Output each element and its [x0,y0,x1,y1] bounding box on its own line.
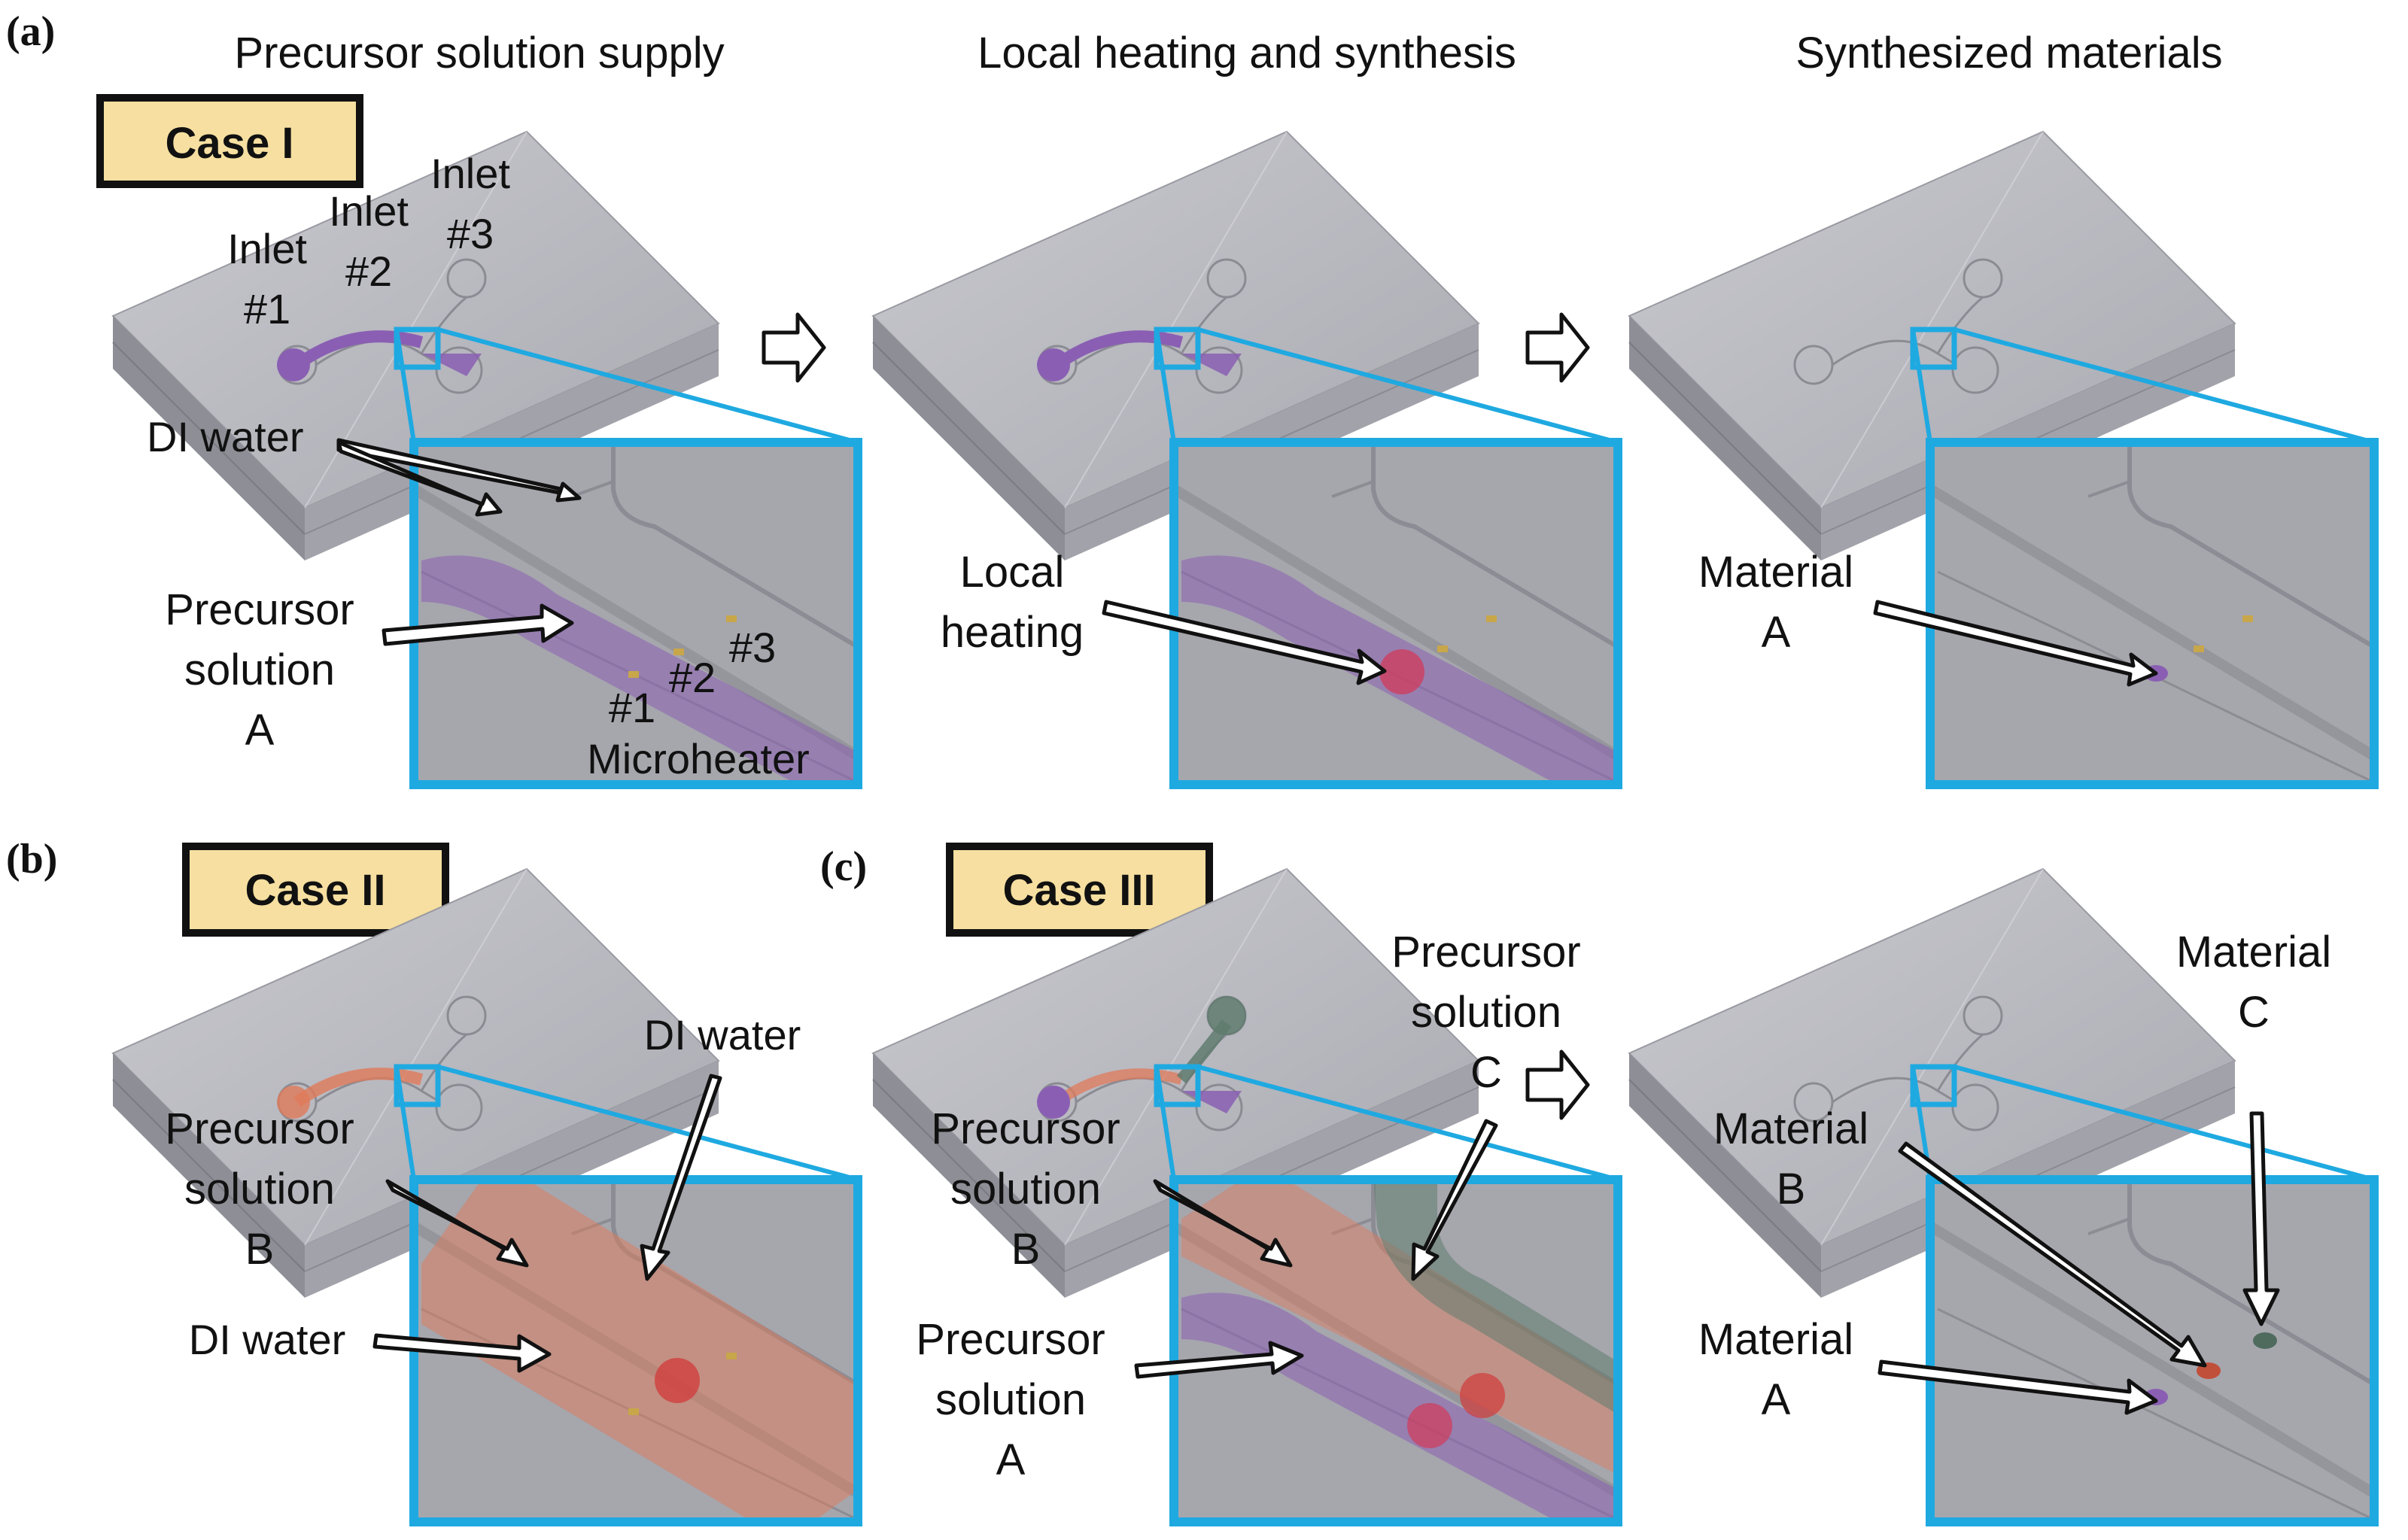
letter-a-label: A [245,706,275,755]
pointer-arrow-local-heating [1102,600,1387,685]
material-c-label: Material [2176,928,2331,977]
material-b-label: Material [1713,1104,1868,1153]
heater-3-label: #3 [729,624,776,671]
pointer-arrow-precursor-c-b [1153,1179,1293,1268]
material-b-letter: B [1777,1165,1806,1213]
material-a-label: Material [1698,548,1853,597]
inlet-3-number: #3 [447,210,494,257]
precursor-label-a: Precursor [165,585,354,634]
solution-label-c-b: solution [950,1165,1101,1213]
pointer-arrow-precursor-c-a [1134,1341,1304,1379]
inlet-1-label: Inlet [227,225,307,272]
inlet-3-label: Inlet [430,150,510,197]
di-water-label-a: DI water [147,413,304,460]
microheater-label: Microheater [587,735,810,782]
local-label: Local [960,548,1065,597]
solution-label-b: solution [184,1165,335,1213]
pointer-arrow-precursor-c-c [1411,1119,1498,1281]
inlet-2-number: #2 [345,248,392,295]
heater-2-label: #2 [669,654,716,701]
zoom-box-a1 [414,442,858,785]
chip-a3 [1628,131,2374,785]
inlet-2-label: Inlet [329,187,409,235]
letter-b-label-c: B [1011,1225,1041,1274]
pointer-arrow-material-b [1898,1141,2207,1368]
column-title-heating: Local heating and synthesis [977,29,1516,77]
heater-1-label: #1 [609,684,655,731]
letter-a-label-c: A [996,1435,1026,1484]
svg-text:Case II: Case II [245,866,386,915]
precursor-label-c-a: Precursor [916,1315,1105,1364]
pointer-arrow-material-a [1873,600,2158,687]
inlet-1-number: #1 [244,285,290,333]
material-a-label-c: Material [1698,1315,1853,1364]
panel-label-b: (b) [6,836,57,882]
panel-label-c: (c) [820,843,867,890]
precursor-label-c-c: Precursor [1391,928,1580,977]
column-title-supply: Precursor solution supply [234,29,724,77]
solution-label-c-c: solution [1411,988,1561,1037]
case-label-1: Case I [96,94,363,188]
solution-label-c-a: solution [935,1375,1086,1424]
pointer-arrow-di-water-b-bottom [372,1333,552,1373]
material-c-letter: C [2238,988,2270,1037]
pointer-arrow-material-a-c [1877,1359,2158,1415]
solution-label-a: solution [184,645,335,694]
di-water-label-b-top: DI water [644,1011,801,1059]
svg-text:Case I: Case I [166,119,294,168]
step-arrow-a2 [1525,312,1590,383]
precursor-label-c-b: Precursor [931,1104,1120,1153]
pointer-arrow-material-c [2242,1111,2280,1326]
zoom-marker-a1 [394,327,441,370]
heating-label: heating [941,608,1084,657]
case-label-3: Case III [946,843,1213,937]
letter-b-label: B [245,1225,275,1274]
pointer-arrow-precursor-a [382,603,574,646]
panel-label-a: (a) [6,8,55,55]
di-water-label-b-bottom: DI water [189,1316,346,1363]
svg-text:Case III: Case III [1002,866,1155,915]
material-a-letter: A [1762,608,1791,657]
chip-a2 [872,131,1618,785]
step-arrow-a1 [762,312,826,383]
precursor-label-b: Precursor [165,1104,354,1153]
letter-c-label: C [1470,1048,1502,1097]
step-arrow-c [1525,1049,1590,1120]
case-label-2: Case II [182,843,449,937]
column-title-synthesized: Synthesized materials [1795,29,2222,77]
material-a-letter-c: A [1762,1375,1791,1424]
pointer-arrows-di-water-a [336,438,582,517]
pointer-arrow-precursor-b [385,1179,529,1268]
pointer-arrow-di-water-b-top [640,1074,722,1281]
